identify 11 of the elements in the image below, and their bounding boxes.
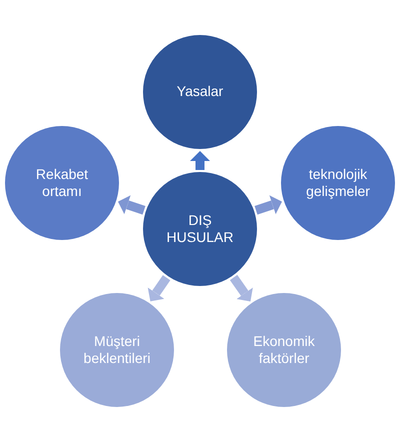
node-label: Ekonomik faktörler [252, 332, 316, 368]
block-arrow [148, 275, 170, 302]
block-arrow [118, 195, 146, 215]
node-label: Yasalar [176, 83, 224, 101]
block-arrow [254, 195, 282, 215]
node-label: teknolojik gelişmeler [305, 166, 371, 200]
node-label: Müşteri beklentileri [82, 332, 152, 368]
block-arrow [190, 151, 210, 170]
block-arrow [230, 274, 253, 302]
node-label: Rekabet ortamı [34, 166, 90, 200]
node-label: DIŞ HUSULAR [166, 212, 234, 246]
